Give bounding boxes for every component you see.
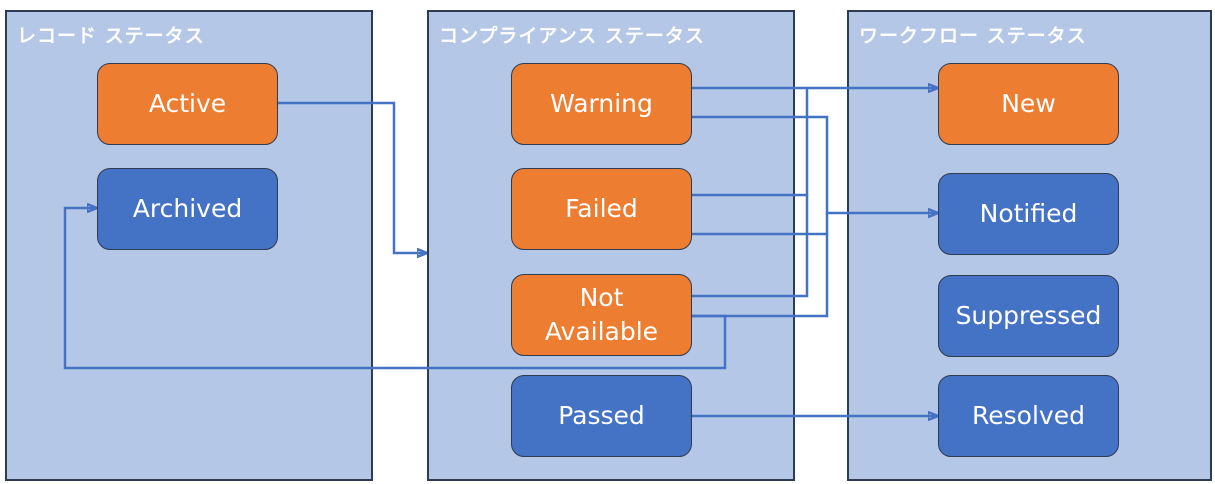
panel-title-compliance-status: コンプライアンス ステータス — [439, 25, 705, 47]
node-notified[interactable]: Notified — [938, 173, 1119, 255]
node-resolved[interactable]: Resolved — [938, 375, 1119, 457]
node-notified-label: Notified — [979, 199, 1078, 228]
node-passed[interactable]: Passed — [511, 375, 692, 457]
node-passed-label: Passed — [558, 401, 645, 430]
node-not-available-label-line1: Not — [579, 283, 624, 312]
node-failed-label: Failed — [565, 194, 638, 223]
panel-title-workflow-status: ワークフロー ステータス — [859, 25, 1087, 47]
node-failed[interactable]: Failed — [511, 168, 692, 250]
node-new-label: New — [1001, 89, 1056, 118]
node-not-available[interactable]: Not Available — [511, 274, 692, 356]
node-active-label: Active — [148, 89, 227, 118]
node-archived[interactable]: Archived — [97, 168, 278, 250]
node-archived-label: Archived — [132, 194, 243, 223]
node-suppressed[interactable]: Suppressed — [938, 275, 1119, 357]
node-resolved-label: Resolved — [972, 401, 1085, 430]
node-warning-label: Warning — [550, 89, 653, 118]
node-active[interactable]: Active — [97, 63, 278, 145]
node-warning[interactable]: Warning — [511, 63, 692, 145]
node-not-available-label-line2: Available — [544, 317, 659, 346]
panel-title-record-status: レコード ステータス — [17, 25, 205, 47]
node-new[interactable]: New — [938, 63, 1119, 145]
node-suppressed-label: Suppressed — [955, 301, 1102, 330]
